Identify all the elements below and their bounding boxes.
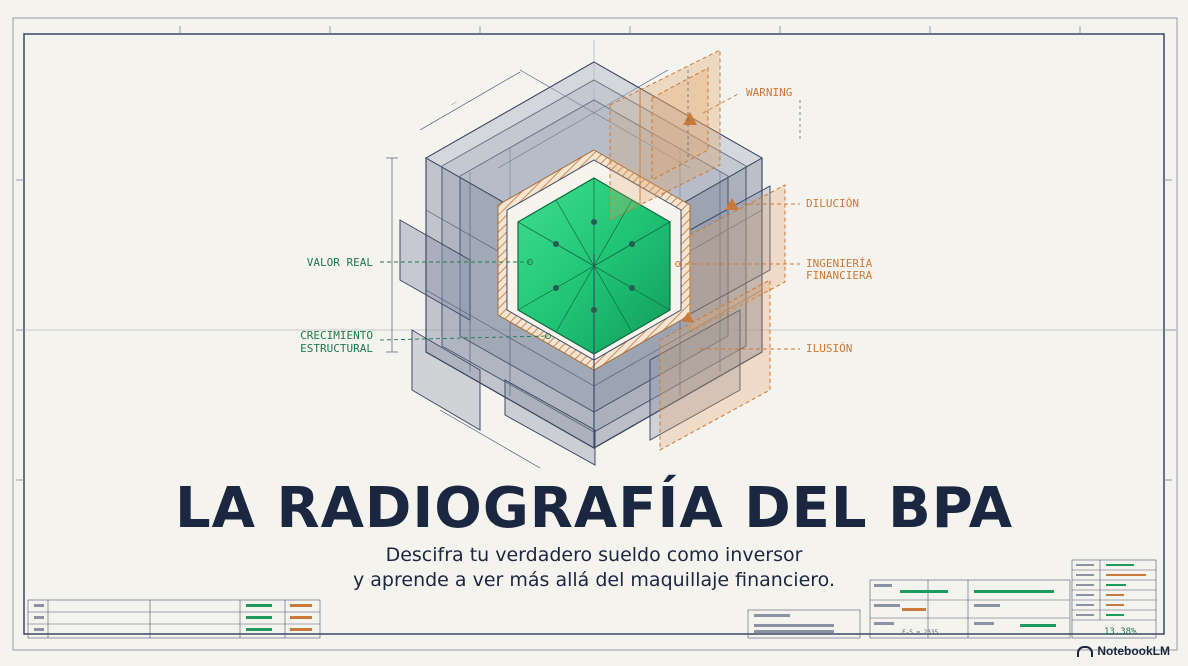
parts-table-marks <box>34 604 312 631</box>
brand-name: NotebookLM <box>1097 644 1170 658</box>
subtitle-line-2: y aprende a ver más allá del maquillaje … <box>353 569 835 591</box>
label-warning: WARNING <box>746 86 792 99</box>
dimension-lines <box>386 70 801 469</box>
label-ilusion: ILUSIÓN <box>806 342 852 355</box>
parts-table <box>27 599 321 639</box>
dimension-text: —— <box>450 99 459 108</box>
title-block-formula: F-S = 2335 <box>902 629 939 636</box>
notebooklm-icon <box>1077 645 1094 657</box>
title-block-marks <box>754 564 1146 633</box>
drawing-frame <box>12 17 1178 651</box>
label-crecimiento-1: CRECIMIENTO <box>300 329 373 342</box>
warning-triangles <box>682 112 739 322</box>
label-ingenieria-2: FINANCIERA <box>806 269 873 282</box>
warning-planes <box>609 49 786 451</box>
label-ingenieria-1: INGENIERÍA <box>806 257 873 270</box>
label-valor-real: VALOR REAL <box>307 256 374 269</box>
label-dilucion: DILUCIÓN <box>806 197 859 210</box>
isometric-assembly <box>399 61 771 466</box>
label-crecimiento-2: ESTRUCTURAL <box>300 342 373 355</box>
title-block-percent: 13.38% <box>1104 627 1137 637</box>
leader-dots <box>527 259 681 339</box>
leader-lines <box>379 92 800 350</box>
subtitle-line-1: Descifra tu verdadero sueldo como invers… <box>385 544 803 566</box>
brand-logo: NotebookLM <box>1077 644 1170 658</box>
page-title: LA RADIOGRAFÍA DEL BPA <box>174 476 1014 541</box>
title-block <box>747 559 1157 639</box>
page-subtitle: Descifra tu verdadero sueldo como invers… <box>0 543 1188 593</box>
